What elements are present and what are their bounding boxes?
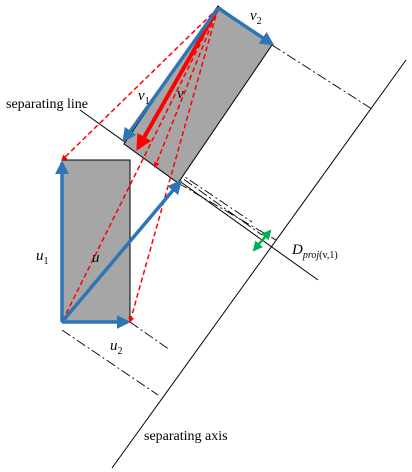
- label-u2: u2: [110, 338, 123, 357]
- separating-axis-line: [111, 59, 407, 469]
- arrow-u: [60, 179, 182, 324]
- blue-arrows: [55, 6, 275, 329]
- label-distance: Dproj(v,1): [291, 242, 338, 261]
- label-v2: v2: [250, 8, 262, 27]
- gray-box-v: [123, 5, 273, 184]
- label-u1: u1: [36, 248, 49, 267]
- gray-box-u: [61, 159, 131, 323]
- label-v1: v1: [138, 88, 150, 107]
- separating-axis-label: separating axis: [144, 429, 228, 444]
- label-v: v: [177, 86, 184, 102]
- label-u: u: [92, 250, 100, 266]
- red-dashed-arrows: [61, 7, 219, 324]
- separating-line-label: separating line: [6, 97, 88, 112]
- arrow-v1: [122, 6, 220, 143]
- arrow-v: [136, 7, 220, 151]
- distance-arrow: [252, 229, 272, 252]
- arrow-v2: [217, 6, 275, 46]
